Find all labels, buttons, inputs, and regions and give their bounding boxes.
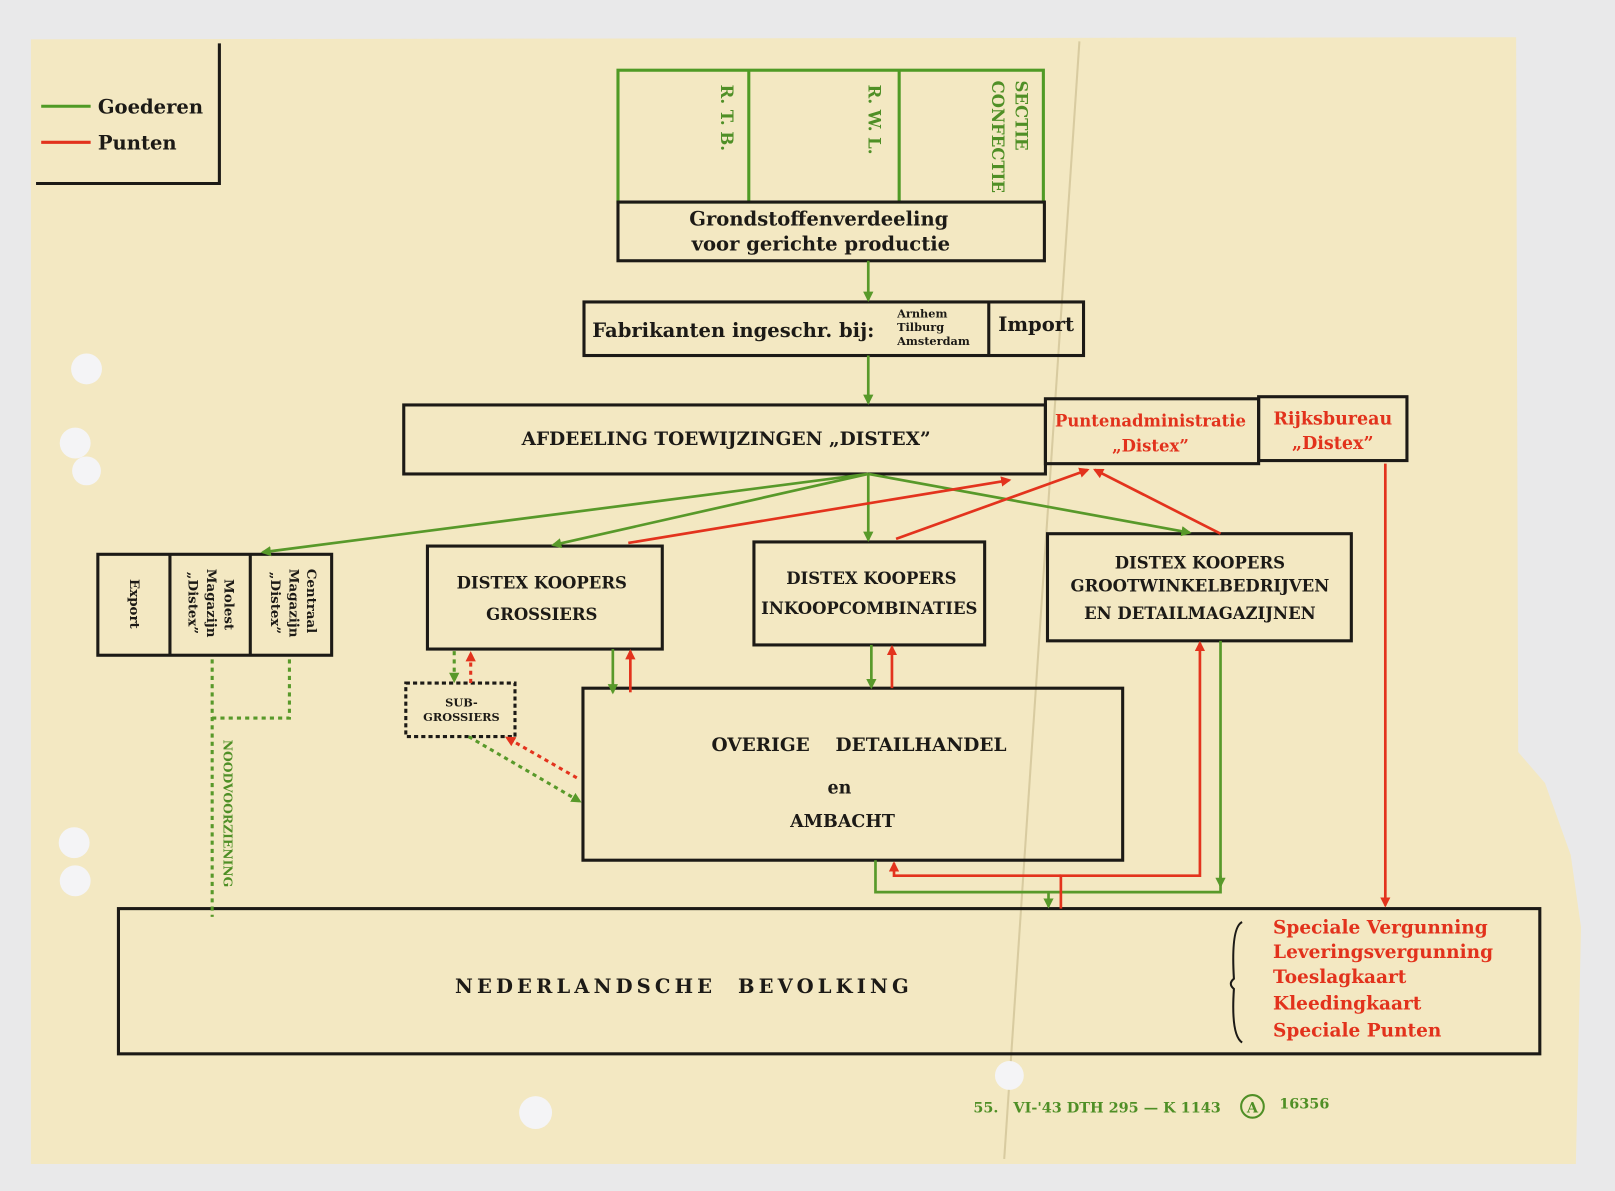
legend-goods-label: Goederen	[98, 95, 203, 118]
inkoop-line1: DISTEX KOOPERS	[786, 569, 956, 588]
footer-number: 16356	[1279, 1095, 1329, 1112]
puntenadmin-line2: „Distex”	[1112, 436, 1189, 455]
bevolking-label: NEDERLANDSCHE BEVOLKING	[455, 975, 913, 998]
grondstoffen-box: Grondstoffenverdeeling voor gerichte pro…	[616, 200, 1046, 263]
permit-item: Leveringsvergunning	[1273, 942, 1493, 963]
printer-logo-letter: A	[1246, 1100, 1259, 1117]
inkoop-line2: INKOOPCOMBINATIES	[761, 599, 977, 618]
overige-detailhandel-box: OVERIGE DETAILHANDEL en AMBACHT	[581, 686, 1125, 862]
overige-line2: en	[827, 778, 851, 798]
centraal-line1: Centraal	[303, 569, 319, 634]
subgrossiers-line1: SUB-	[445, 696, 478, 710]
city-arnhem: Arnhem	[896, 306, 947, 320]
grondstoffen-line2: voor gerichte productie	[691, 232, 950, 255]
permits-list: Speciale Vergunning Leveringsvergunning …	[1273, 917, 1493, 1041]
printer-logo-icon	[1240, 1094, 1265, 1119]
noodvoorziening-label: NOODVOORZIENING	[221, 740, 236, 887]
print-footer: 55. VI-'43 DTH 295 — K 1143 A 16356	[973, 1094, 1329, 1119]
paper-fold	[1003, 41, 1081, 1159]
grootwinkel-box: DISTEX KOOPERS GROOTWINKELBEDRIJVEN EN D…	[1045, 532, 1353, 643]
molest-line2: Magazijn	[203, 569, 219, 638]
footer-code: 55. VI-'43 DTH 295 — K 1143	[973, 1100, 1220, 1117]
centraal-line2: Magazijn	[285, 569, 301, 638]
grootwinkel-line2: GROOTWINKELBEDRIJVEN	[1071, 576, 1330, 595]
grossiers-line2: GROSSIERS	[486, 605, 597, 624]
puntenadmin-line1: Puntenadministratie	[1055, 412, 1246, 431]
subgrossiers-line2: GROSSIERS	[423, 710, 500, 724]
rijksbureau-box: Rijksbureau „Distex”	[1257, 395, 1409, 463]
grootwinkel-line3: EN DETAILMAGAZIJNEN	[1084, 604, 1316, 623]
permit-item: Speciale Vergunning	[1273, 917, 1488, 938]
afdeeling-label: AFDEELING TOEWIJZINGEN „DISTEX”	[521, 429, 931, 450]
export-label: Export	[126, 579, 142, 629]
permit-item: Kleedingkaart	[1273, 994, 1422, 1015]
subgrossiers-box: SUB- GROSSIERS	[404, 681, 517, 739]
grossiers-line1: DISTEX KOOPERS	[457, 573, 627, 592]
punch-holes	[58, 353, 1024, 1130]
puntenadministratie-box: Puntenadministratie „Distex”	[1043, 397, 1261, 466]
molest-line1: Molest	[221, 579, 237, 631]
bevolking-box: NEDERLANDSCHE BEVOLKING Speciale Vergunn…	[116, 907, 1542, 1056]
paper-sheet	[30, 37, 1582, 1165]
rijksbureau-line2: „Distex”	[1292, 434, 1373, 454]
grondstoffen-line1: Grondstoffenverdeeling	[689, 208, 948, 231]
fabrikanten-label: Fabrikanten ingeschr. bij:	[592, 319, 874, 342]
rijksbureau-line1: Rijksbureau	[1273, 410, 1392, 430]
overige-line3: AMBACHT	[789, 812, 895, 832]
centraal-line3: „Distex”	[267, 572, 283, 634]
section-confectie: CONFECTIE	[988, 81, 1007, 193]
overige-line1: OVERIGE DETAILHANDEL	[711, 735, 1006, 756]
city-amsterdam: Amsterdam	[896, 334, 970, 348]
grootwinkel-line1: DISTEX KOOPERS	[1115, 554, 1285, 573]
permit-item: Speciale Punten	[1273, 1020, 1442, 1041]
points-arrows	[465, 463, 1391, 909]
legend-points-label: Punten	[98, 132, 177, 155]
section-sectie: SECTIE	[1012, 81, 1031, 151]
molest-line3: „Distex”	[184, 572, 200, 634]
inkoopcombinaties-box: DISTEX KOOPERS INKOOPCOMBINATIES	[752, 540, 987, 647]
goods-arrows	[210, 260, 1226, 917]
fabrikanten-box: Fabrikanten ingeschr. bij: Arnhem Tilbur…	[582, 300, 1086, 358]
brace	[1229, 921, 1243, 1044]
legend: Goederen Punten	[36, 43, 221, 186]
city-tilburg: Tilburg	[897, 320, 944, 334]
magazijn-export-box: Export Molest Magazijn „Distex” Centraal…	[96, 552, 334, 657]
import-label: Import	[998, 313, 1074, 336]
section-rtb: R. T. B.	[717, 85, 736, 151]
section-rwl: R. W. L.	[864, 85, 883, 155]
permit-item: Toeslagkaart	[1273, 967, 1407, 988]
grossiers-box: DISTEX KOOPERS GROSSIERS	[425, 544, 664, 651]
